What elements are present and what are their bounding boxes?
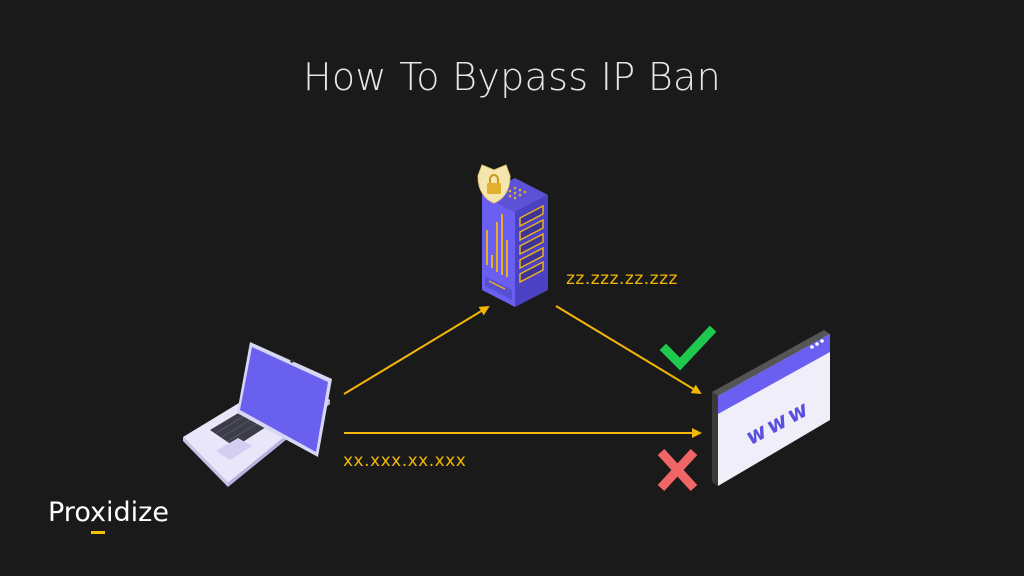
- laptop-icon: [183, 342, 332, 487]
- brand-suffix: idize: [106, 497, 169, 528]
- brand-logo: Proxidize: [48, 497, 169, 528]
- page-title: How To Bypass IP Ban: [303, 55, 721, 99]
- arrow-proxy-to-website: [555, 305, 702, 395]
- arrow-client-to-proxy: [343, 305, 490, 395]
- website-window-icon: www: [712, 330, 830, 486]
- brand-highlight: x: [90, 497, 106, 528]
- proxy-ip-label: zz.zzz.zz.zzz: [566, 269, 678, 289]
- x-icon: [657, 448, 698, 492]
- client-ip-label: xx.xxx.xx.xxx: [343, 451, 467, 471]
- brand-prefix: Pro: [48, 497, 91, 528]
- proxy-server-icon: [477, 164, 548, 307]
- check-icon: [659, 325, 717, 371]
